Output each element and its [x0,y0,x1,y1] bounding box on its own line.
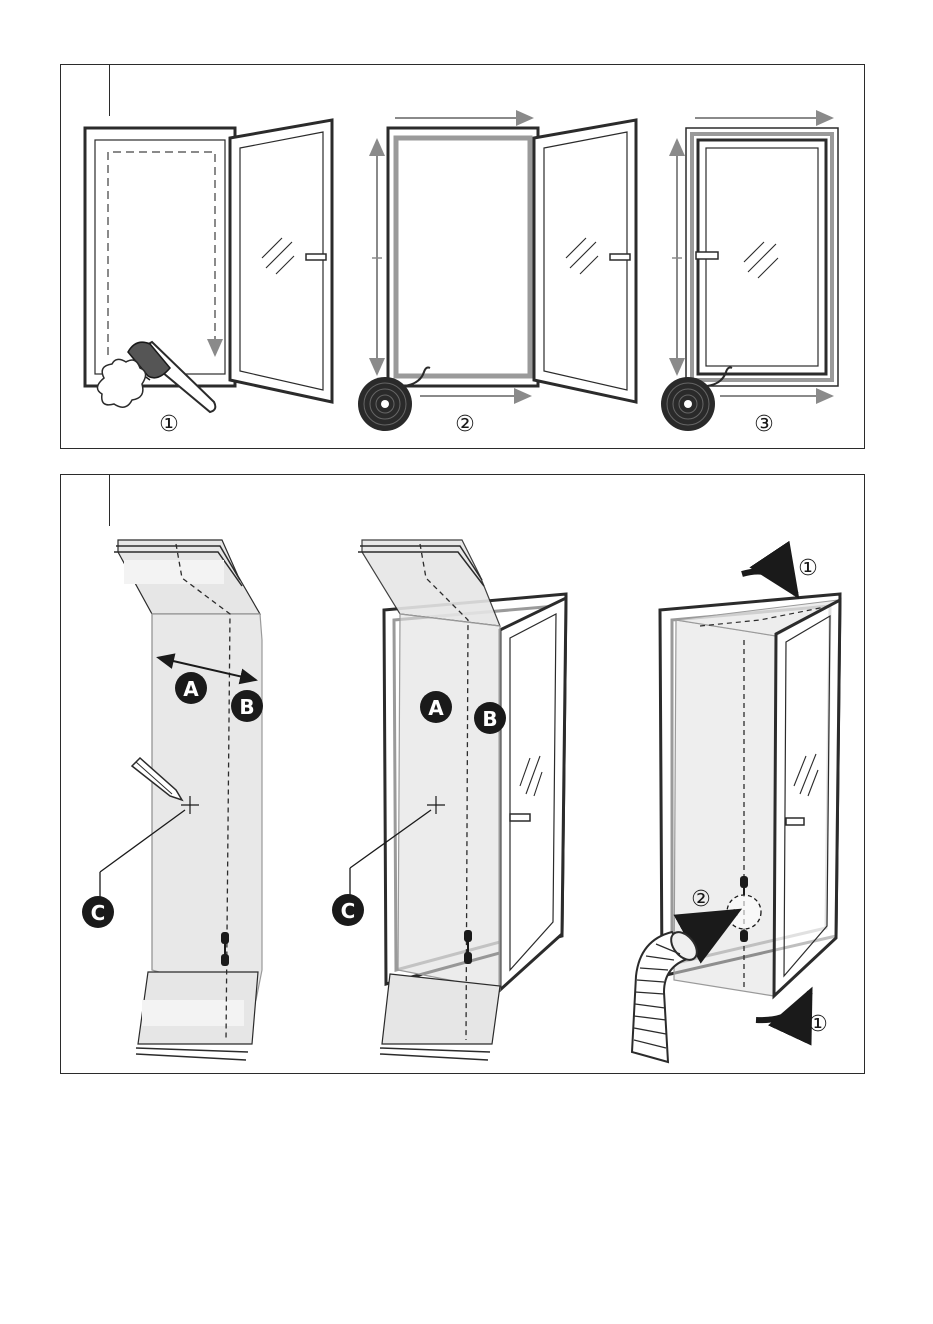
window-sash [230,120,332,402]
callout-c-label: C [91,901,106,925]
step-label-2: ② [455,412,475,437]
window-step-1: ① [85,120,332,437]
exhaust-hose-icon [632,927,702,1062]
window-handle [610,254,630,260]
step-label-3: ③ [754,412,774,437]
callout-b-label: B [239,695,254,719]
callout-c-label: C [341,899,356,923]
window-handle [696,252,718,259]
step-label-2: ② [691,887,711,912]
window-frame [388,128,538,386]
step-label-1-bottom: ① [808,1012,828,1037]
window-handle [510,814,530,821]
callout-a-label: A [428,696,444,720]
callout-a-label: A [183,677,199,701]
window-film-sheet [398,614,500,990]
window-handle [306,254,326,260]
film-figure-1: A B C [82,540,263,1060]
step-label-1: ① [159,412,179,437]
window-sash [534,120,636,402]
film-figure-3: ① ② ① [632,556,840,1062]
dust-cloud-icon [97,359,145,407]
window-handle [786,818,804,825]
close-arrow-bottom [756,992,810,1020]
window-step-3: ③ [661,118,838,437]
step-label-1-top: ① [798,556,818,581]
close-arrow-top [742,572,796,595]
film-figure-2: A B C [332,540,566,1060]
window-film-sheet [152,614,262,1000]
window-step-2: ② [358,118,636,437]
callout-b-label: B [482,707,497,731]
